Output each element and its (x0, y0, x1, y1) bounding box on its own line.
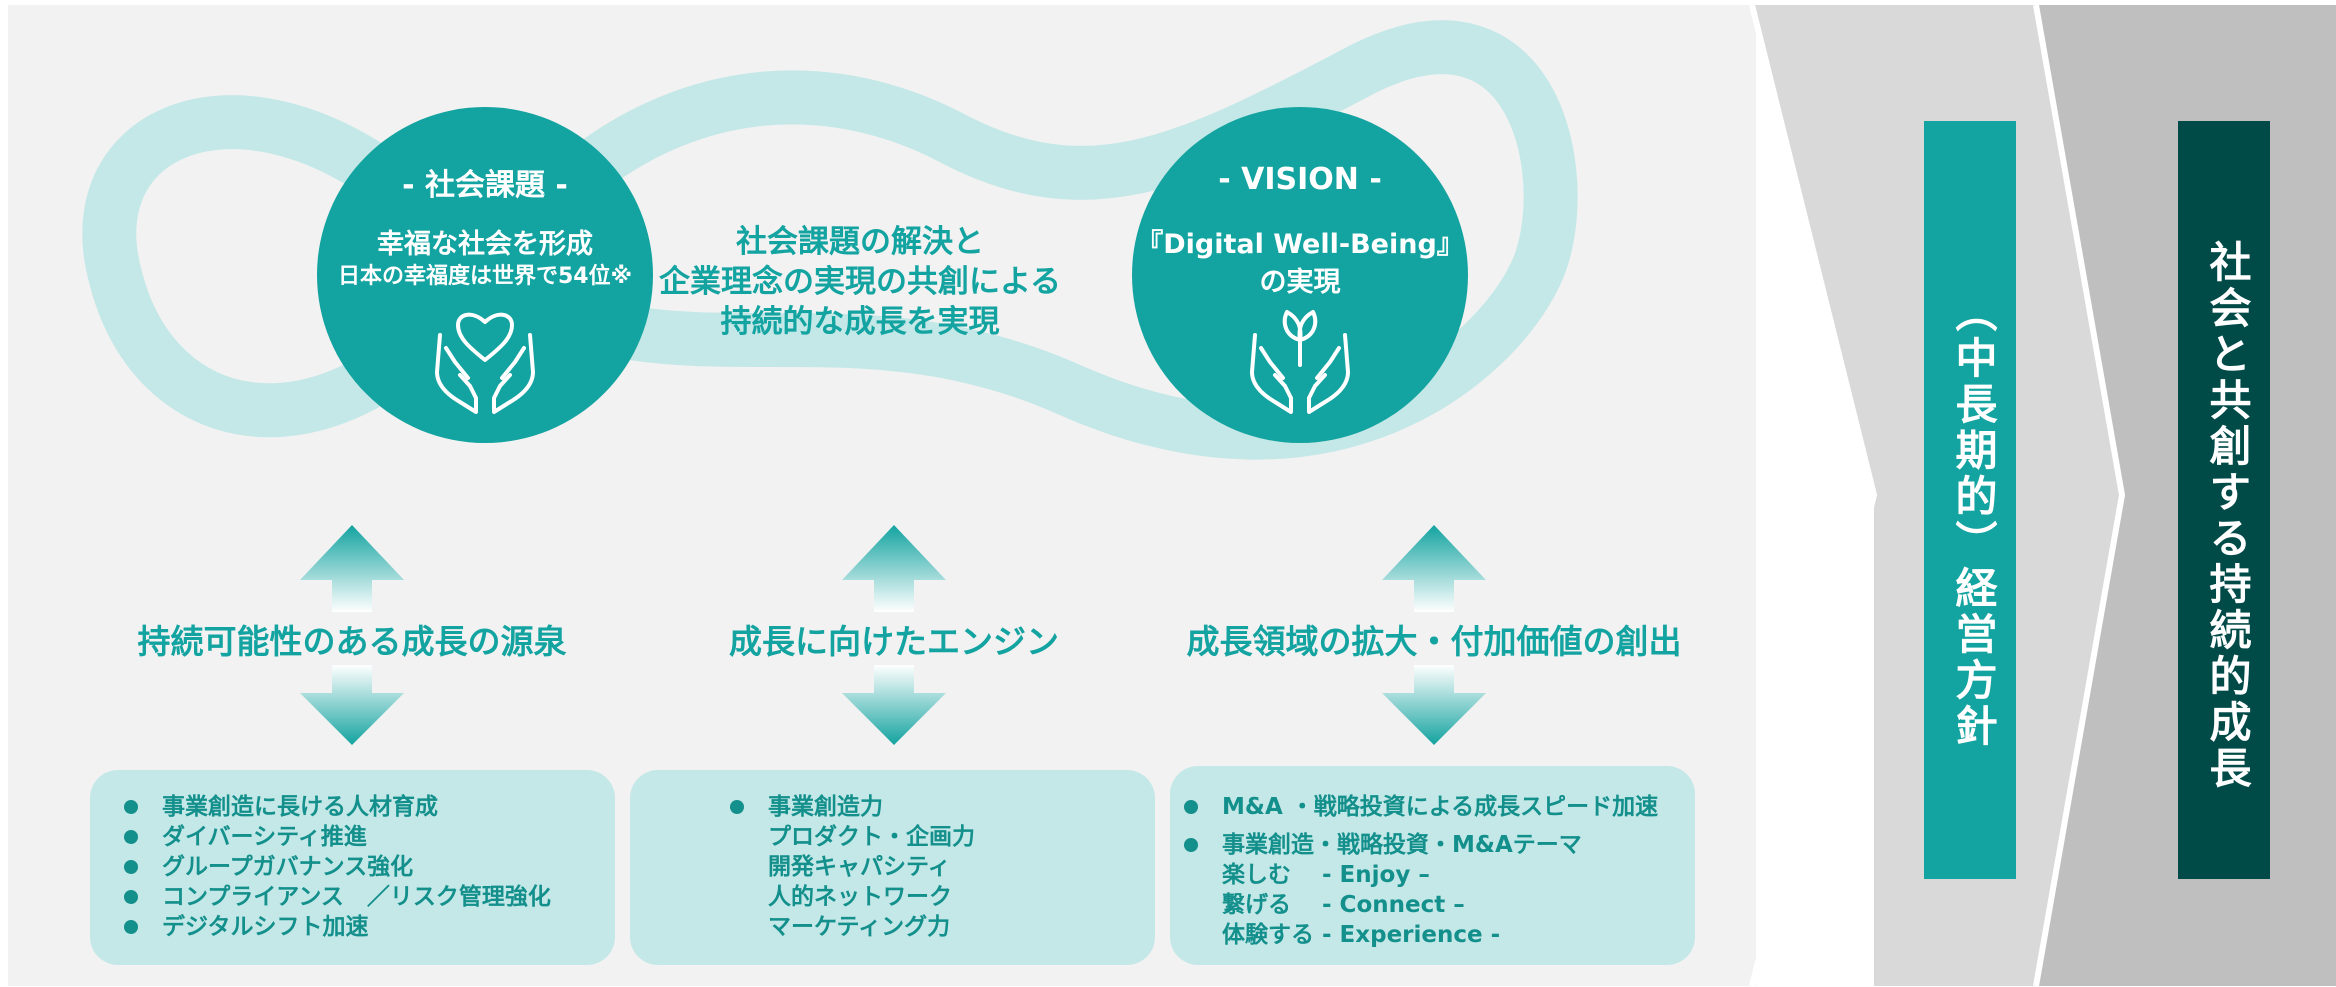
list-item: M&A ・戦略投資による成長スピード加速 (1184, 792, 1658, 822)
social-issue-line2: 日本の幸福度は世界で54位※ (337, 264, 632, 289)
sub-line: 繋げる - Connect – (1222, 892, 1465, 918)
vision-line1: 『Digital Well-Being』 (1136, 229, 1464, 260)
center-statement: 社会課題の解決と 企業理念の実現の共創による 持続的な成長を実現 (620, 222, 1100, 342)
sub-line: 開発キャパシティ (768, 854, 951, 880)
sub-line: 人的ネットワーク (768, 884, 952, 910)
goal-label: 社会と共創する持続的成長 (2203, 240, 2252, 792)
infinity-loop (82, 20, 1578, 460)
sub-line: マーケティング力 (768, 914, 951, 940)
pillar-box-3: M&A ・戦略投資による成長スピード加速 事業創造・戦略投資・M&Aテーマ 楽し… (1170, 766, 1695, 965)
sub-line: 楽しむ - Enjoy – (1222, 862, 1430, 888)
list-item: 事業創造力 (730, 792, 883, 822)
policy-bar (1924, 121, 2016, 879)
hands-sprout-icon (1250, 310, 1350, 414)
pillar-title-1: 持続可能性のある成長の源泉 (137, 622, 567, 661)
sub-line: 体験する - Experience - (1222, 922, 1501, 948)
list-item: コンプライアンス ／リスク管理強化 (124, 882, 551, 912)
goal-bar (2178, 121, 2270, 879)
center-line: 企業理念の実現の共創による (658, 264, 1062, 300)
arrow-pillar-1 (300, 525, 404, 745)
pillar-box-2: 事業創造力 プロダクト・企画力 開発キャパシティ 人的ネットワーク マーケティン… (630, 770, 1155, 965)
list-item: 事業創造に長ける人材育成 (124, 792, 551, 822)
pillar-title-3: 成長領域の拡大・付加価値の創出 (1186, 622, 1682, 661)
sub-line: プロダクト・企画力 (768, 824, 975, 850)
vision-circle (1132, 107, 1468, 443)
list-item: デジタルシフト加速 (124, 912, 551, 942)
vision-header: - VISION - (1218, 162, 1382, 197)
center-line: 社会課題の解決と (736, 224, 984, 260)
policy-label: （中長期的）経営方針 (1949, 290, 1998, 750)
social-issue-line1: 幸福な社会を形成 (377, 229, 593, 260)
list-item: 事業創造・戦略投資・M&Aテーマ (1184, 830, 1658, 860)
social-issue-circle (317, 107, 653, 443)
vision-line2: の実現 (1259, 267, 1341, 298)
center-line: 持続的な成長を実現 (720, 304, 1000, 340)
pillar-box-1: 事業創造に長ける人材育成 ダイバーシティ推進 グループガバナンス強化 コンプライ… (90, 770, 615, 965)
arrow-pillar-3 (1382, 525, 1486, 745)
hands-heart-icon (435, 312, 535, 414)
list-item: グループガバナンス強化 (124, 852, 551, 882)
social-issue-header: - 社会課題 - (402, 168, 568, 203)
list-item: ダイバーシティ推進 (124, 822, 551, 852)
pillar-title-2: 成長に向けたエンジン (729, 622, 1059, 661)
arrow-pillar-2 (842, 525, 946, 745)
